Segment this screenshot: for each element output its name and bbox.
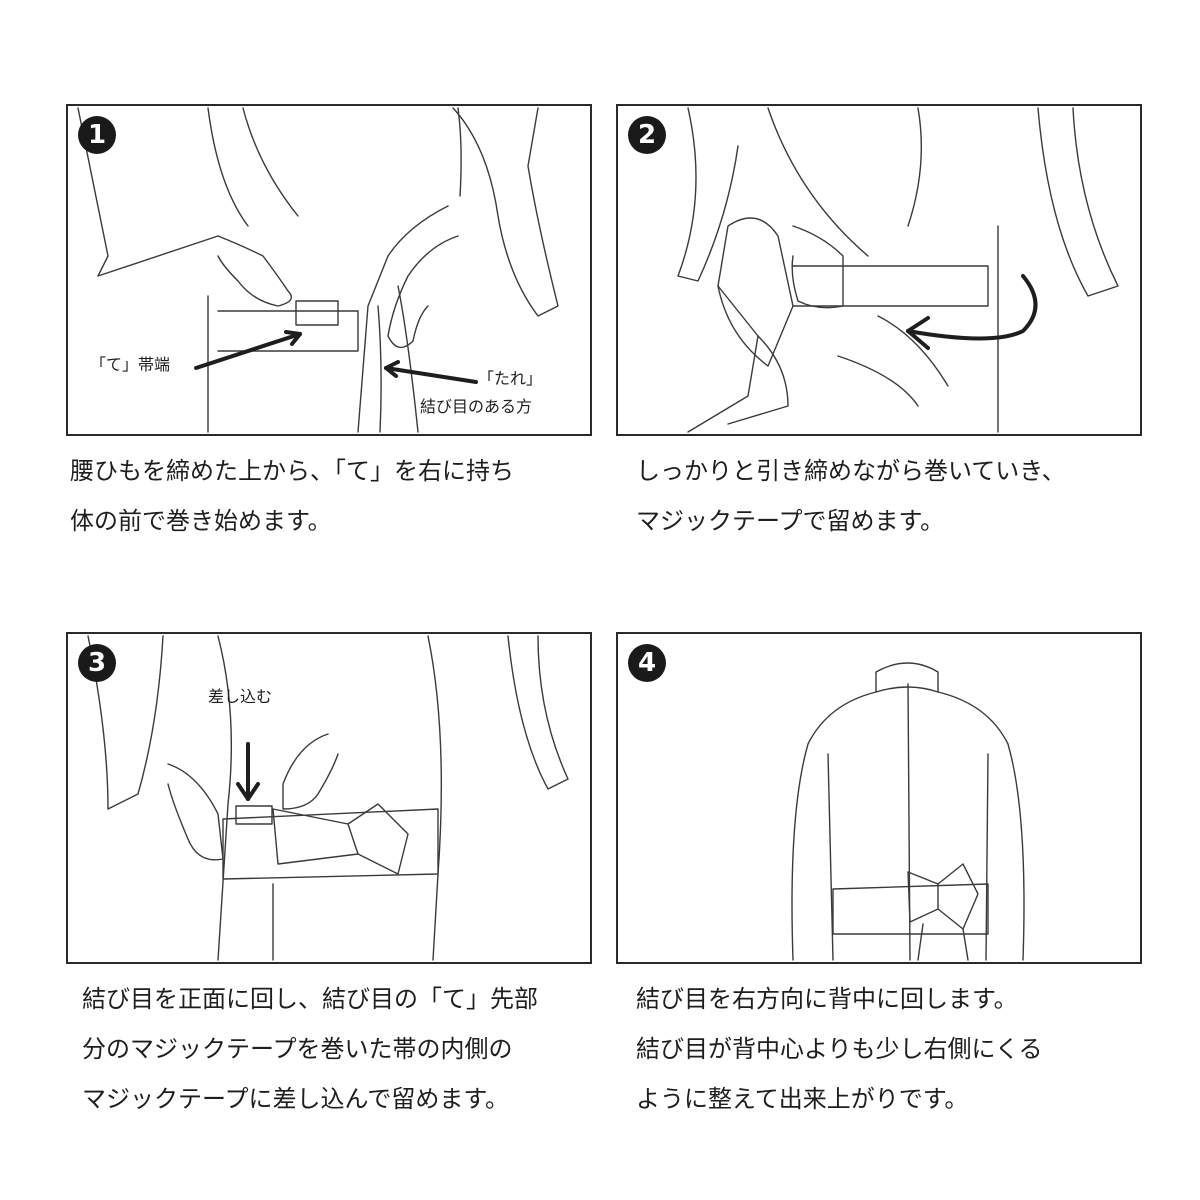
step-3-caption: 結び目を正面に回し、結び目の「て」先部 分のマジックテープを巻いた帯の内側の マ… <box>82 974 538 1124</box>
step-3-caption-line-3: マジックテープに差し込んで留めます。 <box>82 1085 509 1113</box>
step-4-drawing <box>791 662 1025 961</box>
step-4-number: 4 <box>628 644 666 682</box>
step-1-number: 1 <box>78 116 116 154</box>
step-4-caption-line-2: 結び目が背中心よりも少し右側にくる <box>636 1035 1043 1063</box>
step-4-caption-line-3: ように整えて出来上がりです。 <box>636 1085 969 1113</box>
step-1-caption-line-1: 腰ひもを締めた上から、「て」を右に持ち <box>70 457 514 485</box>
step-3-illustration: 3 差し込む <box>66 632 592 964</box>
step-4-illustration: 4 <box>616 632 1142 964</box>
step-3-number: 3 <box>78 644 116 682</box>
step-2-drawing <box>677 107 1119 433</box>
step-2-illustration: 2 <box>616 104 1142 436</box>
step-1-drawing <box>77 107 559 433</box>
step-3-caption-line-2: 分のマジックテープを巻いた帯の内側の <box>82 1035 513 1063</box>
step-3-callout-insert: 差し込む <box>208 687 273 706</box>
step-1-callout-te: 「て」帯端 <box>90 355 171 374</box>
step-1-callout-knot-side: 結び目のある方 <box>420 397 533 416</box>
step-4-caption: 結び目を右方向に背中に回します。 結び目が背中心よりも少し右側にくる ように整え… <box>636 974 1043 1124</box>
step-1-callout-tare: 「たれ」 <box>478 369 543 388</box>
step-2-number: 2 <box>628 116 666 154</box>
step-4-caption-line-1: 結び目を右方向に背中に回します。 <box>636 985 1018 1013</box>
step-2-caption: しっかりと引き締めながら巻いていき、 マジックテープで留めます。 <box>636 446 1066 546</box>
step-2-caption-line-2: マジックテープで留めます。 <box>636 507 945 535</box>
step-1-caption-line-2: 体の前で巻き始めます。 <box>70 507 332 535</box>
step-3-drawing <box>87 635 569 961</box>
step-1-caption: 腰ひもを締めた上から、「て」を右に持ち 体の前で巻き始めます。 <box>70 446 514 546</box>
step-2-caption-line-1: しっかりと引き締めながら巻いていき、 <box>636 457 1066 485</box>
step-1-illustration: 1 「て」帯端 <box>66 104 592 436</box>
step-3-caption-line-1: 結び目を正面に回し、結び目の「て」先部 <box>82 985 538 1013</box>
